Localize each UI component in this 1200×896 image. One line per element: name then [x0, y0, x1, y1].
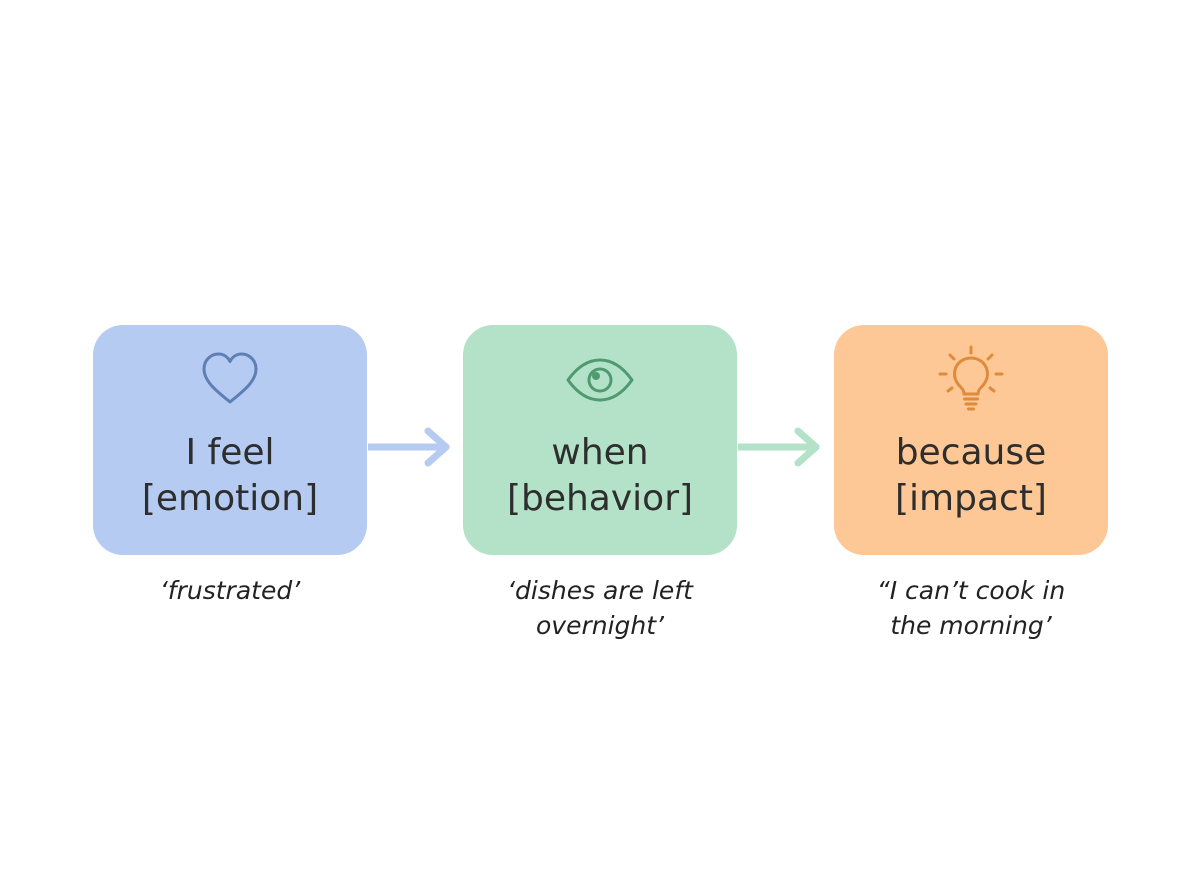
- eye-icon: [463, 347, 737, 413]
- example-text-emotion: ‘frustrated’: [93, 573, 367, 608]
- step-card-emotion: I feel [emotion]: [93, 325, 367, 555]
- lightbulb-icon: [834, 345, 1108, 413]
- step-title: because: [895, 432, 1047, 473]
- arrow-right-icon: [368, 427, 450, 467]
- example-line: overnight’: [535, 611, 664, 640]
- example-line: the morning’: [890, 611, 1052, 640]
- example-line: ‘frustrated’: [159, 576, 301, 605]
- step-placeholder: [impact]: [895, 478, 1047, 519]
- step-card-impact: because [impact]: [834, 325, 1108, 555]
- heart-icon: [93, 347, 367, 413]
- arrow-right-icon: [738, 427, 820, 467]
- example-text-behavior: ‘dishes are left overnight’: [463, 573, 737, 643]
- example-text-impact: “I can’t cook in the morning’: [834, 573, 1108, 643]
- example-line: “I can’t cook in: [876, 576, 1066, 605]
- step-title: when: [551, 432, 649, 473]
- step-card-behavior: when [behavior]: [463, 325, 737, 555]
- step-placeholder: [behavior]: [506, 478, 694, 519]
- step-placeholder: [emotion]: [141, 478, 319, 519]
- step-title: I feel: [185, 432, 275, 473]
- example-line: ‘dishes are left: [507, 576, 693, 605]
